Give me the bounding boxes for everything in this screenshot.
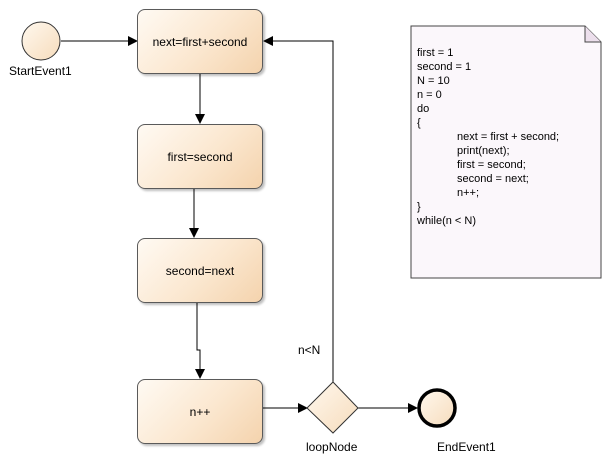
note-lines: first = 1 second = 1 N = 10 n = 0 do { next = … — [417, 46, 593, 228]
start-event-circle[interactable] — [21, 21, 61, 61]
task-n-increment[interactable]: n++ — [137, 379, 263, 444]
edge-gateway-loop-back — [263, 36, 334, 382]
gateway-condition-label: n<N — [298, 343, 321, 357]
note-line: N = 10 — [417, 75, 450, 87]
edge-task3-to-task4 — [195, 302, 205, 379]
start-event-label: StartEvent1 — [9, 64, 72, 78]
gateway-diamond[interactable] — [306, 381, 359, 434]
note-line: do — [417, 103, 430, 115]
task-label: first=second — [167, 149, 233, 164]
note-line: next = first + second; — [457, 131, 560, 143]
note-fold — [584, 26, 601, 43]
end-event-circle[interactable] — [417, 388, 457, 428]
note-line: second = next; — [457, 173, 529, 185]
task-label: second=next — [165, 263, 235, 278]
note-line: while(n < N) — [417, 215, 476, 227]
task-next-first-second[interactable]: next=first+second — [137, 9, 263, 74]
end-event-label: EndEvent1 — [437, 440, 496, 454]
note-line: print(next); — [457, 145, 510, 157]
task-label: n++ — [189, 404, 211, 419]
task-second-next[interactable]: second=next — [137, 238, 263, 303]
note-line: } — [417, 201, 421, 213]
note-line: n = 0 — [417, 89, 442, 101]
note-shape — [410, 25, 602, 279]
code-note: first = 1 second = 1 N = 10 n = 0 do { next = … — [411, 26, 599, 276]
note-line: second = 1 — [417, 61, 472, 73]
gateway-label: loopNode — [306, 440, 358, 454]
task-first-second[interactable]: first=second — [137, 124, 263, 189]
note-line: first = second; — [457, 159, 526, 171]
task-label: next=first+second — [152, 34, 248, 49]
note-line: n++; — [457, 187, 480, 199]
note-line: first = 1 — [417, 47, 454, 59]
note-line: { — [417, 117, 421, 129]
